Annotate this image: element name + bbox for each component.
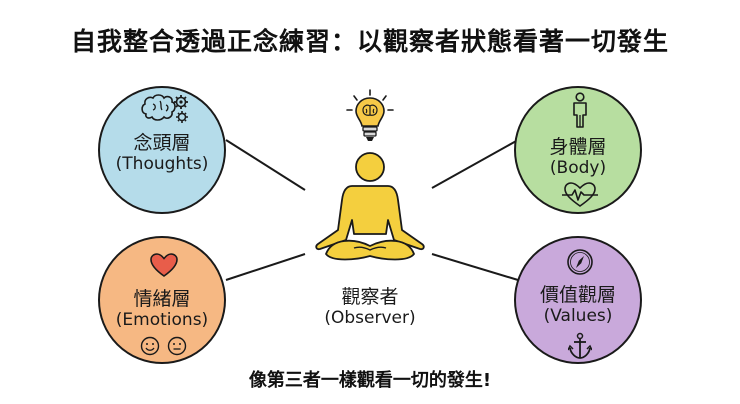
values-label: 價值觀層: [539, 284, 616, 306]
thoughts-label-en: (Thoughts): [115, 154, 209, 174]
diagram-title: 自我整合透過正念練習：以觀察者狀態看著一切發生: [70, 27, 669, 56]
thoughts-label: 念頭層: [133, 132, 191, 154]
connector-emotions: [225, 253, 306, 281]
emotions-label-en: (Emotions): [115, 310, 209, 330]
lightbulb-icon: [346, 89, 394, 141]
connector-body: [431, 139, 519, 189]
thoughts-layer-circle: 念頭層 (Thoughts): [98, 86, 226, 214]
emotions-layer-circle: 情緒層 (Emotions): [98, 236, 226, 364]
gear-icon: [176, 111, 188, 123]
body-label: 身體層: [549, 136, 607, 158]
brain-icon: [141, 94, 188, 123]
observer-label-en: (Observer): [324, 308, 416, 328]
connector-thoughts: [225, 139, 306, 191]
heartbeat-icon: [562, 182, 598, 207]
observer-head: [355, 152, 385, 182]
body-layer-circle: 身體層 (Body): [514, 86, 642, 214]
observer-label: 觀察者: [341, 286, 399, 308]
body-label-en: (Body): [549, 158, 607, 178]
brain-icon: [362, 104, 378, 116]
neutral-face-icon: [167, 336, 187, 356]
heart-icon: [150, 253, 178, 277]
gear-icon: [174, 95, 188, 109]
emotions-label: 情緒層: [133, 288, 191, 310]
connector-values: [431, 253, 519, 281]
smile-face-icon: [140, 336, 160, 356]
person-icon: [573, 92, 587, 128]
observer-torso: [315, 185, 425, 251]
light-rays: [346, 89, 394, 111]
values-label-en: (Values): [543, 306, 613, 326]
footer-caption: 像第三者一樣觀看一切的發生!: [248, 370, 492, 391]
compass-icon: [567, 249, 593, 275]
meditating-observer-figure: [315, 152, 425, 261]
anchor-icon: [568, 332, 592, 359]
values-layer-circle: 價值觀層 (Values): [514, 236, 642, 364]
